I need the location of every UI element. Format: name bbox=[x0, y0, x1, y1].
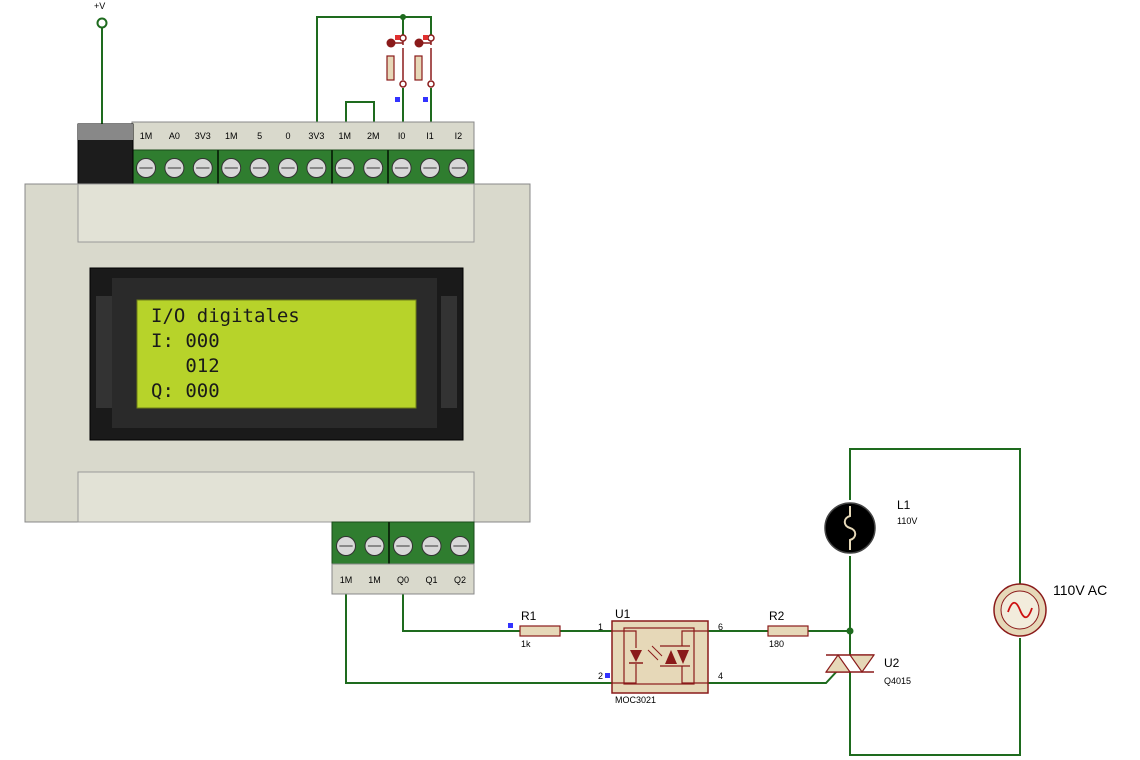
wire-u1-gate bbox=[708, 669, 839, 684]
bottom-terminal[interactable]: Q2 bbox=[450, 536, 470, 586]
top-terminal-label: A0 bbox=[169, 131, 180, 141]
top-terminal-label: 3V3 bbox=[308, 131, 324, 141]
wire-jumper-1m-2m bbox=[345, 101, 375, 126]
u2-ref: U2 bbox=[884, 656, 900, 670]
top-terminal-label: 2M bbox=[367, 131, 380, 141]
top-terminal[interactable]: 5 bbox=[249, 131, 270, 178]
bottom-terminal[interactable]: Q1 bbox=[421, 536, 442, 586]
top-terminal[interactable]: 3V3 bbox=[306, 131, 327, 178]
u1-pin-6: 6 bbox=[718, 622, 723, 632]
top-terminal-label: I0 bbox=[398, 131, 406, 141]
u1-pin-1: 1 bbox=[598, 622, 603, 632]
triac-icon[interactable]: U2 Q4015 bbox=[824, 653, 911, 686]
junction-triac bbox=[846, 627, 854, 635]
lcd-line: 012 bbox=[151, 355, 220, 377]
bottom-terminal[interactable]: 1M bbox=[364, 536, 385, 586]
u1-pin-2: 2 bbox=[598, 671, 603, 681]
top-terminal-label: I1 bbox=[426, 131, 434, 141]
supply-label: +V bbox=[94, 1, 105, 11]
bottom-terminal-label: Q1 bbox=[425, 575, 437, 585]
r1-ref: R1 bbox=[521, 609, 537, 623]
top-terminal-block bbox=[131, 149, 475, 185]
top-terminal-label: 5 bbox=[257, 131, 262, 141]
bottom-terminal-label: Q0 bbox=[397, 575, 409, 585]
u2-part: Q4015 bbox=[884, 676, 911, 686]
bottom-terminal-label: Q2 bbox=[454, 575, 466, 585]
top-terminal[interactable]: 1M bbox=[221, 131, 242, 178]
top-terminal[interactable]: 1M bbox=[334, 131, 355, 178]
top-terminals: 1M A0 3V3 1M 5 0 3V3 1M 2M I0 I1 I2 bbox=[136, 131, 469, 178]
lcd-line: I/O digitales bbox=[151, 305, 300, 327]
wire-3v3-bus bbox=[316, 16, 432, 126]
bottom-terminal-label: 1M bbox=[340, 575, 353, 585]
push-button-icon[interactable] bbox=[414, 34, 435, 102]
top-terminal-label: 1M bbox=[225, 131, 238, 141]
supply-terminal: +V bbox=[94, 1, 108, 29]
push-button-icon[interactable] bbox=[386, 34, 407, 102]
plc-module: I/O digitales I: 000 012 Q: 000 bbox=[24, 121, 531, 595]
top-terminal-label: 1M bbox=[339, 131, 352, 141]
top-terminal[interactable]: I0 bbox=[391, 131, 412, 178]
lamp-icon[interactable]: L1 110V bbox=[824, 498, 917, 554]
wire-1m-u1 bbox=[345, 594, 612, 684]
r1-value: 1k bbox=[521, 639, 531, 649]
top-terminal-label: 0 bbox=[285, 131, 290, 141]
top-terminal[interactable]: I2 bbox=[448, 131, 469, 178]
wire-lamp-ac-top bbox=[849, 448, 1021, 584]
resistor-r1[interactable]: R1 1k bbox=[508, 609, 561, 649]
r2-value: 180 bbox=[769, 639, 784, 649]
ac-label: 110V AC bbox=[1053, 582, 1107, 598]
top-label-strip bbox=[131, 121, 475, 151]
l1-value: 110V bbox=[897, 516, 917, 526]
lcd-line: I: 000 bbox=[151, 330, 220, 352]
wire-triac-ac-bottom bbox=[849, 638, 1021, 756]
lcd-screen bbox=[136, 299, 417, 409]
wires bbox=[101, 16, 1021, 756]
top-terminal[interactable]: 3V3 bbox=[192, 131, 213, 178]
top-terminal-label: 3V3 bbox=[195, 131, 211, 141]
top-terminal[interactable]: 0 bbox=[278, 131, 298, 178]
lcd-lines: I/O digitales I: 000 012 Q: 000 bbox=[151, 305, 300, 402]
top-terminal[interactable]: I1 bbox=[420, 131, 440, 178]
top-terminal-label: I2 bbox=[455, 131, 463, 141]
u1-part: MOC3021 bbox=[615, 695, 656, 705]
bottom-terminal-label: 1M bbox=[368, 575, 381, 585]
junction-top bbox=[400, 14, 406, 20]
wire-q0-r1 bbox=[402, 594, 520, 632]
optocoupler-icon[interactable]: U1 MOC3021 1 2 6 4 bbox=[598, 607, 723, 705]
l1-ref: L1 bbox=[897, 498, 911, 512]
resistor-r2[interactable]: R2 180 bbox=[767, 609, 809, 649]
bottom-terminal[interactable]: Q0 bbox=[393, 536, 413, 586]
top-terminal[interactable]: 2M bbox=[363, 131, 384, 178]
top-terminal[interactable]: 1M bbox=[136, 131, 156, 178]
top-terminal-label: 1M bbox=[140, 131, 153, 141]
bottom-terminal[interactable]: 1M bbox=[336, 536, 356, 586]
lcd-line: Q: 000 bbox=[151, 380, 220, 402]
r2-ref: R2 bbox=[769, 609, 785, 623]
bottom-label-strip bbox=[331, 563, 475, 595]
u1-pin-4: 4 bbox=[718, 671, 723, 681]
top-terminal[interactable]: A0 bbox=[164, 131, 185, 178]
u1-ref: U1 bbox=[615, 607, 631, 621]
bottom-terminals: 1M 1M Q0 Q1 Q2 bbox=[336, 536, 470, 586]
ac-source-icon[interactable]: 110V AC bbox=[993, 582, 1107, 637]
